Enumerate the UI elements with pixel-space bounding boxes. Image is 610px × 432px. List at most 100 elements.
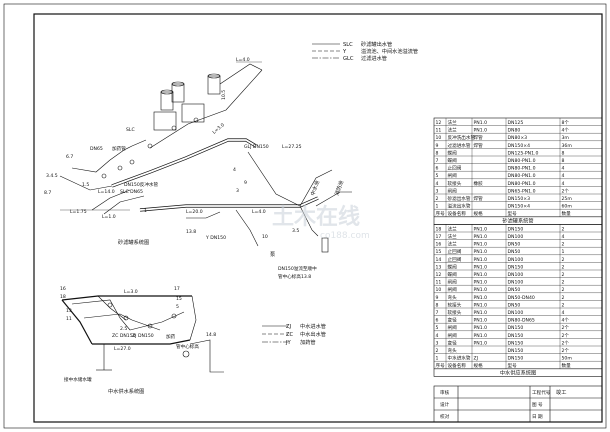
label-10: 10 bbox=[262, 234, 268, 240]
label-y-dn150: Y DN150 bbox=[205, 235, 226, 241]
table2-cell: 2个 bbox=[562, 348, 570, 354]
table1-cell: 闸阀 bbox=[448, 187, 458, 194]
label-slc-dn65: SLC DN65 bbox=[120, 189, 143, 195]
table2-cell: DN80-DN65 bbox=[508, 318, 535, 324]
label-l10: L=1.0 bbox=[102, 214, 116, 220]
table1-cell: 11 bbox=[436, 128, 442, 134]
table2-cell: 50m bbox=[562, 356, 573, 362]
label-gz: 管中心标高 bbox=[176, 343, 199, 350]
legend-code-glc: GLC bbox=[343, 56, 354, 62]
table1-cell: 25m bbox=[562, 196, 573, 202]
table2-cell: DN50-DN40 bbox=[508, 295, 535, 301]
table1-cell: 4 bbox=[562, 166, 565, 172]
table1-cell: DN80-PN1.0 bbox=[508, 173, 536, 179]
label-1-5: 1.5 bbox=[82, 182, 89, 188]
title-block: 审核 设计 校对 工程代号 竣工 图 号 日 期 bbox=[433, 385, 603, 423]
label-l200: L=20.0 bbox=[186, 209, 203, 215]
label-v18: 18 bbox=[60, 294, 66, 300]
table2-cell: 弯头 bbox=[448, 347, 458, 354]
table1-cell: PN1.0 bbox=[474, 120, 488, 126]
table2-cell: 3 bbox=[436, 340, 439, 346]
label-2-5: 2.5 bbox=[120, 326, 127, 332]
label-zc-dn150: ZC DN150 bbox=[112, 333, 136, 339]
table2-cell: 闸阀 bbox=[448, 279, 458, 286]
valve-symbols bbox=[101, 117, 329, 253]
table1-cell: 橡胶 bbox=[474, 180, 484, 187]
legend-desc-zj: 中水进水管 bbox=[300, 322, 326, 330]
table2-cell: DN150 bbox=[508, 333, 524, 339]
table2-cell: 8 bbox=[436, 302, 439, 308]
table2-cell: 2 bbox=[562, 242, 565, 248]
table1-cell: 焊管 bbox=[474, 134, 484, 141]
table1-cell: DN65-PN1.0 bbox=[508, 188, 536, 194]
table1-cell: 止回阀 bbox=[448, 165, 462, 172]
table1-header-cell: 规格 bbox=[474, 210, 484, 217]
table1-cell: DN80-PN1.0 bbox=[508, 158, 536, 164]
label-1: 1 bbox=[144, 208, 147, 214]
label-l2725: L=27.25 bbox=[282, 144, 302, 150]
table2-cell: 1 bbox=[436, 356, 439, 362]
label-l175: L=1.75 bbox=[70, 209, 87, 215]
table1-cell: 7 bbox=[436, 158, 439, 164]
label-8-7: 8.7 bbox=[44, 190, 51, 196]
label-13-8: 13.8 bbox=[186, 229, 196, 235]
table1-cell: DN80×3 bbox=[508, 135, 528, 141]
table2-cell: 2个 bbox=[562, 333, 570, 339]
table2-cell: 2 bbox=[436, 348, 439, 354]
table2-header-cell: 设备名称 bbox=[448, 362, 467, 369]
label-xiaofang-chi: 消防池 bbox=[332, 179, 345, 196]
table1-cell: 砂滤出水管 bbox=[448, 195, 471, 202]
table2-cell: 7 bbox=[436, 310, 439, 316]
label-v5: 5 bbox=[176, 304, 179, 310]
table2-cell: PN1.0 bbox=[474, 280, 488, 286]
tb-val-0: 竣工 bbox=[556, 388, 566, 396]
label-14-8: 14.8 bbox=[206, 332, 216, 338]
legend-desc-glc: 过滤进水管 bbox=[361, 54, 387, 62]
table2-cell: PN1.0 bbox=[474, 340, 488, 346]
table2-cell: 2 bbox=[562, 257, 565, 263]
label-4: 4 bbox=[233, 167, 236, 173]
table2-cell: 止回阀 bbox=[448, 256, 462, 263]
table2-cell: 弯头 bbox=[448, 294, 458, 301]
table2-cell: 9 bbox=[436, 295, 439, 301]
label-v15: 15 bbox=[176, 296, 182, 302]
table2-cell: DN100 bbox=[508, 257, 524, 263]
tb-key-0: 工程代号 bbox=[532, 389, 551, 396]
table2-cell: 15 bbox=[436, 249, 442, 255]
label-guan: 管中心标高13.8 bbox=[278, 273, 311, 280]
table1-cell: 4 bbox=[562, 173, 565, 179]
label-l30: L=3.0 bbox=[211, 122, 225, 135]
label-v16: 16 bbox=[60, 286, 66, 292]
label-dn150-note: DN150溢流至顺中 bbox=[278, 265, 317, 272]
table2-cell: 4个 bbox=[562, 318, 570, 324]
table2-cell: 中水进水管 bbox=[448, 355, 471, 362]
table2-cell: DN150 bbox=[508, 356, 524, 362]
table1-cell: 焊管 bbox=[474, 195, 484, 202]
table2-cell: 18 bbox=[436, 226, 442, 232]
table2-cell: PN1.0 bbox=[474, 333, 488, 339]
table2-cell: ZJ bbox=[474, 356, 479, 362]
table2-cell: PN1.0 bbox=[474, 325, 488, 331]
label-3: 3 bbox=[236, 188, 239, 194]
table2-header-cell: 数量 bbox=[562, 362, 572, 369]
table1-cell: 2 bbox=[436, 196, 439, 202]
table2-cell: 2 bbox=[562, 302, 565, 308]
table2-cell: PN1.0 bbox=[474, 272, 488, 278]
table2-cell: DN100 bbox=[508, 272, 524, 278]
table1-cell: 法兰 bbox=[448, 127, 458, 134]
table1-cell: 3 bbox=[436, 188, 439, 194]
tb-left-2: 校对 bbox=[440, 413, 450, 420]
table1-cell: 8个 bbox=[562, 120, 570, 126]
table2-cell: 5 bbox=[436, 325, 439, 331]
table2-cell: 6 bbox=[436, 318, 439, 324]
table1-cell: 法兰 bbox=[448, 119, 458, 126]
table1-title: 砂滤罐系统管 bbox=[502, 217, 533, 225]
table2-cell: PN1.0 bbox=[474, 264, 488, 270]
table2-cell: 法兰 bbox=[448, 233, 458, 240]
sand-filter-diagram: L=4.0 10.5 L=3.0 SLC DN65 加药管 6.7 3.4.5 … bbox=[44, 57, 352, 280]
table2-cell: PN1.0 bbox=[474, 249, 488, 255]
table1-cell: 反冲洗出水管 bbox=[448, 134, 476, 141]
table1-cell: DN80 bbox=[508, 128, 521, 134]
table2-cell: 2 bbox=[562, 295, 565, 301]
table1-cell: 12 bbox=[436, 120, 442, 126]
